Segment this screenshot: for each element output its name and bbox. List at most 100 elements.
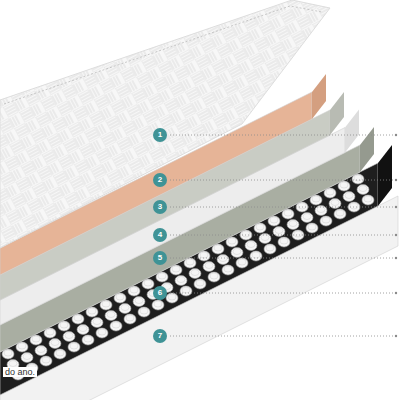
- leader-lines: [170, 134, 397, 337]
- spring-coil: [142, 279, 154, 289]
- foam-layer-side: [345, 110, 359, 153]
- spring-coil: [114, 293, 126, 303]
- leader-line: [170, 258, 396, 259]
- spring-coil: [226, 237, 238, 247]
- spring-coil-ring: [112, 322, 120, 328]
- spring-coil-ring: [121, 305, 129, 311]
- spring-coil-ring: [284, 210, 292, 216]
- callout-number: 1: [158, 131, 162, 139]
- spring-coil-ring: [37, 347, 45, 353]
- leader-line: [170, 135, 396, 136]
- spring-coil-ring: [56, 350, 64, 356]
- spring-coil: [82, 335, 94, 345]
- spring-coil-ring: [261, 235, 269, 241]
- spring-coil: [72, 314, 84, 324]
- spring-coil: [175, 276, 187, 286]
- callout-circle: 2: [153, 173, 167, 187]
- spring-coil: [100, 300, 112, 310]
- spring-coil: [156, 272, 168, 282]
- spring-coil-ring: [93, 319, 101, 325]
- spring-coil-ring: [140, 308, 148, 314]
- spring-coil: [16, 342, 28, 352]
- callout-number: 4: [158, 231, 162, 239]
- callout-circle: 1: [153, 128, 167, 142]
- spring-coil: [77, 325, 89, 335]
- callout-circle: 5: [153, 251, 167, 265]
- spring-coil-ring: [359, 186, 367, 192]
- spring-coil: [320, 216, 332, 226]
- callout-circle: 4: [153, 228, 167, 242]
- felt-layer-side: [330, 92, 344, 135]
- spring-coil: [30, 335, 42, 345]
- leader-line: [170, 207, 396, 208]
- spring-coil-ring: [210, 273, 218, 279]
- spring-coil-ring: [51, 340, 59, 346]
- spring-coil: [184, 258, 196, 268]
- spring-coil: [324, 188, 336, 198]
- spring-coil-ring: [312, 196, 320, 202]
- spring-coil-ring: [308, 224, 316, 230]
- spring-coil-ring: [182, 287, 190, 293]
- spring-coil-ring: [336, 210, 344, 216]
- spring-coil-ring: [65, 333, 73, 339]
- spring-coil: [96, 328, 108, 338]
- callout-number: 7: [158, 332, 162, 340]
- spring-coil-ring: [172, 266, 180, 272]
- spring-coil-ring: [60, 322, 68, 328]
- callout-number: 6: [158, 289, 162, 297]
- spring-coil-ring: [270, 217, 278, 223]
- spring-coil: [343, 192, 355, 202]
- spring-coil-ring: [219, 256, 227, 262]
- spring-coil-ring: [191, 270, 199, 276]
- spring-coil-ring: [158, 273, 166, 279]
- spring-coil-ring: [4, 350, 12, 356]
- spring-coil-ring: [130, 287, 138, 293]
- spring-coil: [119, 304, 131, 314]
- spring-coil: [170, 265, 182, 275]
- spring-coil: [63, 332, 75, 342]
- spring-coil: [54, 349, 66, 359]
- spring-coil-ring: [354, 175, 362, 181]
- spring-coil: [231, 248, 243, 258]
- spring-coil: [208, 272, 220, 282]
- spring-coil-ring: [247, 242, 255, 248]
- spring-coil-ring: [228, 238, 236, 244]
- spring-coil: [268, 216, 280, 226]
- comfort-layer-side: [312, 74, 326, 119]
- spring-coil: [35, 346, 47, 356]
- spring-coil-ring: [298, 203, 306, 209]
- spring-coil-ring: [88, 308, 96, 314]
- spring-coil-ring: [74, 315, 82, 321]
- spring-coil-ring: [275, 228, 283, 234]
- spring-coil: [49, 339, 61, 349]
- spring-coil-ring: [252, 252, 260, 258]
- spring-coil-ring: [303, 214, 311, 220]
- spring-coil: [91, 318, 103, 328]
- fabric-layer-side: [360, 127, 374, 172]
- spring-coil-ring: [331, 200, 339, 206]
- leader-line: [170, 336, 396, 337]
- spring-coil-ring: [32, 336, 40, 342]
- callout-number: 2: [158, 176, 162, 184]
- spring-coil-ring: [364, 196, 372, 202]
- callout-number: 5: [158, 254, 162, 262]
- callout-number: 3: [158, 203, 162, 211]
- spring-coil: [58, 321, 70, 331]
- spring-coil: [2, 349, 14, 359]
- spring-coil: [203, 262, 215, 272]
- spring-coil: [180, 286, 192, 296]
- spring-coil: [362, 195, 374, 205]
- spring-coil-ring: [154, 301, 162, 307]
- spring-coil-ring: [135, 298, 143, 304]
- leader-end: [395, 335, 397, 337]
- spring-coil-ring: [280, 238, 288, 244]
- spring-coil-ring: [224, 266, 232, 272]
- spring-coil: [334, 209, 346, 219]
- spring-coil: [306, 223, 318, 233]
- spring-coil-ring: [326, 189, 334, 195]
- spring-coil: [245, 241, 257, 251]
- spring-coil: [40, 356, 52, 366]
- spring-coil-ring: [102, 301, 110, 307]
- spring-coil: [138, 307, 150, 317]
- spring-coil: [212, 244, 224, 254]
